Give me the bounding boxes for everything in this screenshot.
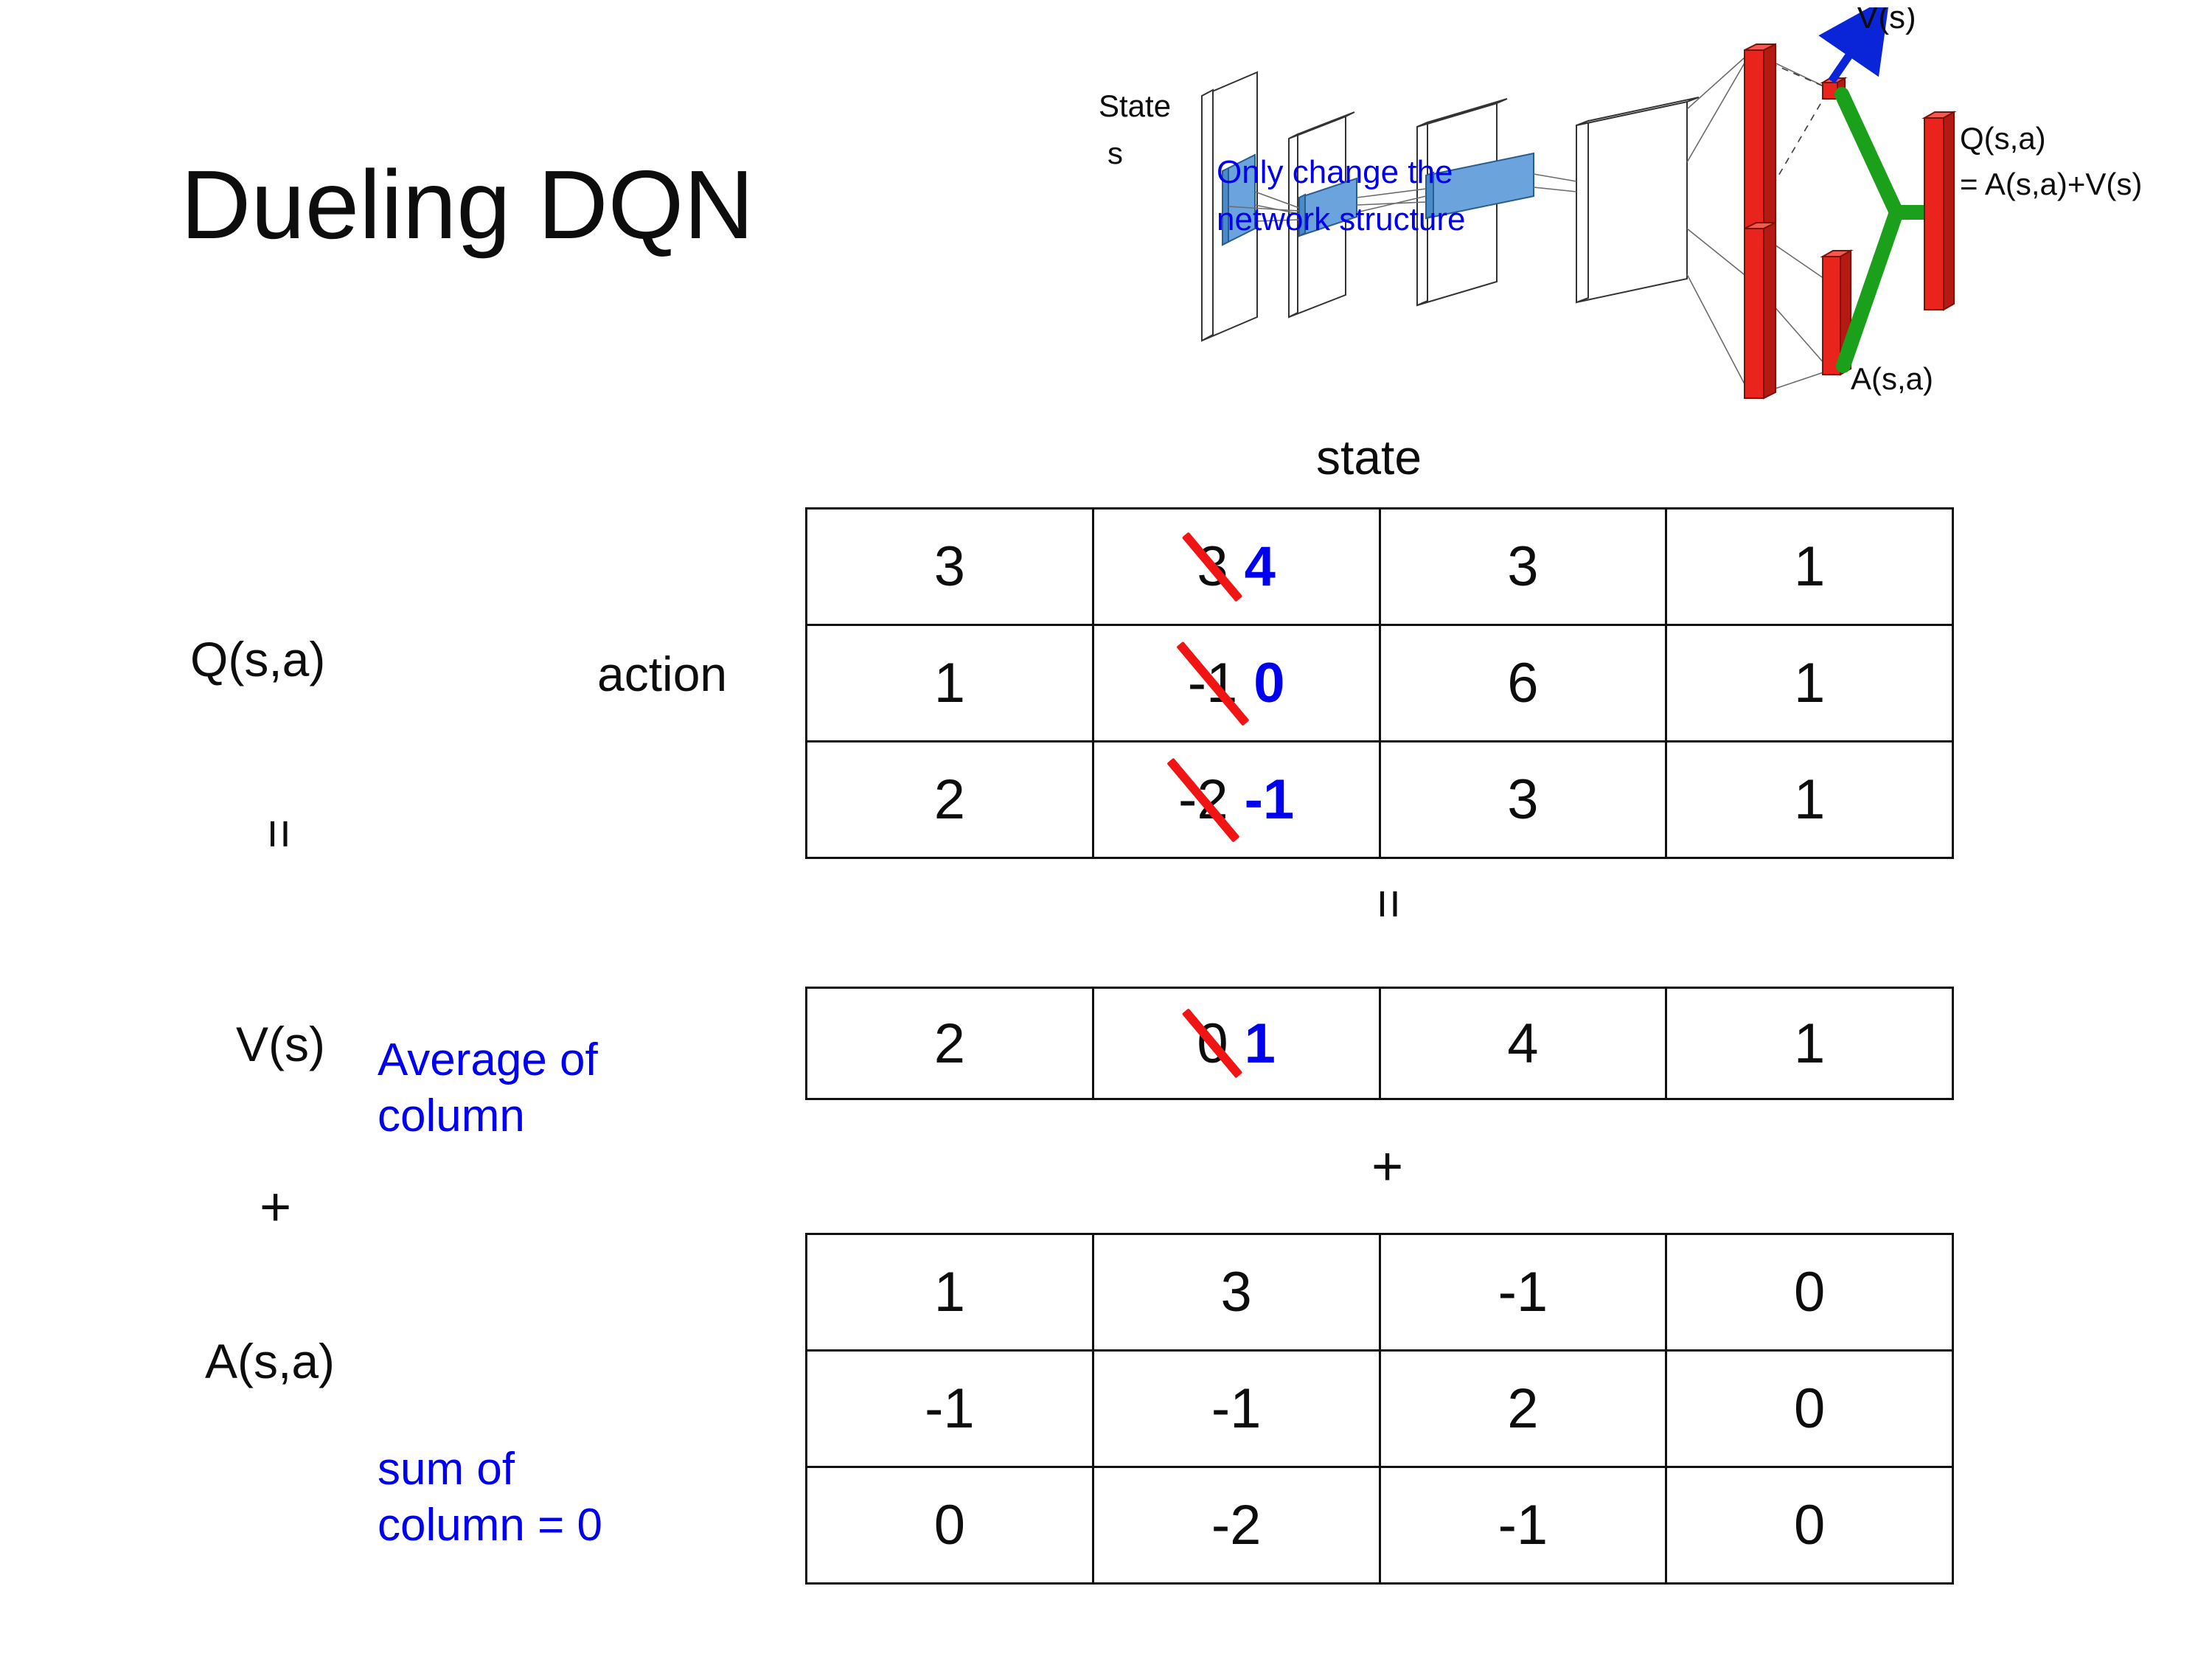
plus-operator-left: +: [260, 1176, 292, 1237]
table-cell: 1: [1665, 507, 1954, 626]
table-cell: 0: [1665, 1349, 1954, 1468]
table-cell: 2: [1378, 1349, 1668, 1468]
avg-note-line-2: column: [378, 1090, 525, 1141]
struck-old-value: -2: [1178, 768, 1228, 831]
table-cell: 1: [1665, 987, 1954, 1100]
struck-old-value: 3: [1197, 535, 1228, 598]
table-cell: 2: [805, 987, 1094, 1100]
equals-operator-middle: =: [1360, 888, 1419, 918]
svg-text:s: s: [1107, 136, 1123, 170]
corrected-new-value: 1: [1244, 1012, 1276, 1075]
table-cell: -2: [1091, 1466, 1381, 1585]
table-cell: 0: [1665, 1466, 1954, 1585]
table-cell: 6: [1378, 624, 1668, 742]
table-cell: 0: [805, 1466, 1094, 1585]
equals-operator-left: =: [251, 818, 309, 848]
struck-old-value: -1: [1187, 652, 1238, 714]
table-cell: -1: [1091, 1349, 1381, 1468]
v-function-label: V(s): [236, 1017, 325, 1071]
table-cell: 3: [1378, 507, 1668, 626]
table-cell: 1: [805, 624, 1094, 742]
table-cell: -1: [1378, 1233, 1668, 1352]
svg-text:V(s): V(s): [1857, 7, 1916, 35]
average-of-column-note: Average of column: [378, 1032, 731, 1144]
svg-text:State: State: [1099, 88, 1171, 123]
table-cell: 1: [1665, 624, 1954, 742]
corrected-new-value: 4: [1244, 535, 1276, 598]
table-cell: 4: [1378, 987, 1668, 1100]
table-cell: -1: [805, 1349, 1094, 1468]
sum-note-line-1: sum of: [378, 1444, 515, 1495]
table-cell-edited: -2 -1: [1091, 740, 1381, 859]
q-function-label: Q(s,a): [190, 632, 326, 686]
sum-note-line-2: column = 0: [378, 1499, 603, 1551]
state-axis-label: state: [1316, 430, 1422, 484]
svg-text:Q(s,a): Q(s,a): [1960, 121, 2046, 156]
table-cell: 3: [805, 507, 1094, 626]
table-cell: 3: [1378, 740, 1668, 859]
page-title: Dueling DQN: [181, 150, 754, 259]
dueling-network-diagram: V(s) State s Only change the network str…: [1084, 7, 2212, 409]
corrected-new-value: 0: [1253, 652, 1285, 714]
svg-text:= A(s,a)+V(s): = A(s,a)+V(s): [1960, 167, 2142, 201]
a-function-label: A(s,a): [205, 1334, 335, 1388]
avg-note-line-1: Average of: [378, 1034, 598, 1085]
sum-of-column-note: sum of column = 0: [378, 1441, 761, 1553]
table-cell: 2: [805, 740, 1094, 859]
table-cell: -1: [1378, 1466, 1668, 1585]
corrected-new-value: -1: [1244, 768, 1295, 831]
action-axis-label: action: [597, 647, 728, 701]
svg-text:Only change the: Only change the: [1217, 154, 1453, 190]
table-cell: 1: [805, 1233, 1094, 1352]
struck-old-value: 0: [1197, 1012, 1228, 1075]
svg-text:network structure: network structure: [1217, 201, 1465, 237]
table-cell: 1: [1665, 740, 1954, 859]
table-cell: 0: [1665, 1233, 1954, 1352]
svg-text:A(s,a): A(s,a): [1851, 361, 1933, 396]
table-cell: 3: [1091, 1233, 1381, 1352]
plus-operator-middle: +: [1371, 1135, 1404, 1197]
